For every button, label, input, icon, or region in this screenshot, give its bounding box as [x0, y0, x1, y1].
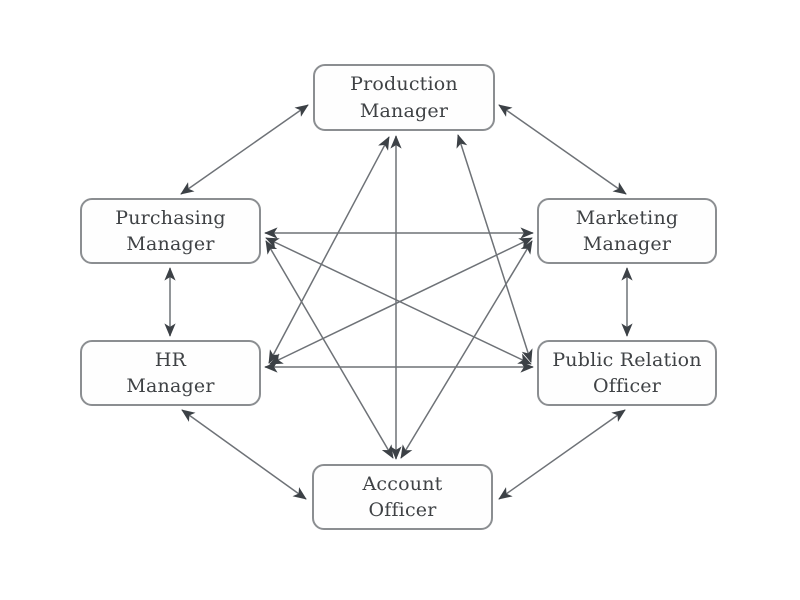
node-label: Purchasing Manager	[115, 206, 226, 255]
node-account-officer: Account Officer	[312, 464, 493, 530]
node-label: Account Officer	[362, 472, 443, 521]
edge-purchasing-manager--account-officer	[265, 240, 394, 459]
node-label: HR Manager	[126, 348, 215, 397]
edge-production-manager--purchasing-manager	[180, 104, 309, 195]
edge-marketing-manager--account-officer	[400, 240, 533, 459]
node-marketing-manager: Marketing Manager	[537, 198, 717, 264]
node-label: Public Relation Officer	[552, 348, 702, 397]
edge-production-manager--marketing-manager	[498, 104, 627, 195]
edge-production-manager--hr-manager	[268, 136, 390, 364]
edge-hr-manager--account-officer	[181, 409, 307, 500]
node-public-relation-officer: Public Relation Officer	[537, 340, 717, 406]
edge-public-relation-officer--account-officer	[498, 409, 626, 500]
node-label: Marketing Manager	[575, 206, 679, 255]
edge-production-manager--public-relation-officer	[456, 134, 533, 363]
node-purchasing-manager: Purchasing Manager	[80, 198, 261, 264]
node-hr-manager: HR Manager	[80, 340, 261, 406]
node-label: Production Manager	[350, 73, 458, 122]
edge-marketing-manager--hr-manager	[269, 237, 533, 365]
node-production-manager: Production Manager	[313, 64, 495, 131]
